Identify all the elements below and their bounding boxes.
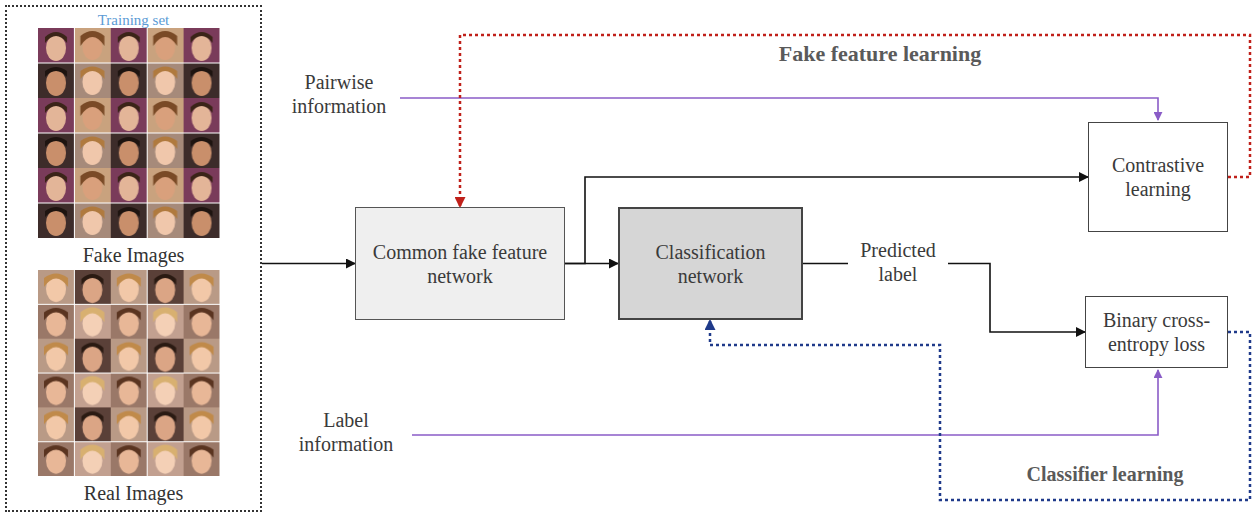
panel-title: Training set	[7, 11, 260, 29]
connector	[460, 35, 1250, 207]
group-label: Real Images	[7, 481, 260, 505]
label-wire	[412, 370, 1158, 435]
group-label: Fake Images	[7, 243, 260, 267]
fake-image-grid	[38, 28, 220, 238]
edge-label: Classifier learning	[985, 462, 1225, 486]
dataset-panel: Training setFake ImagesReal Images	[5, 5, 262, 512]
pairwise-wire	[400, 98, 1158, 120]
edge-label: Predicted label	[848, 238, 948, 286]
box-label: Binary cross-entropy loss	[1093, 308, 1220, 356]
process-box: Classification network	[618, 207, 803, 320]
real-image-grid	[38, 270, 220, 476]
box-label: Contrastive learning	[1096, 153, 1220, 201]
input-label: Pairwise information	[280, 70, 398, 118]
loss-box: Contrastive learning	[1088, 122, 1228, 232]
loss-box: Binary cross-entropy loss	[1085, 296, 1228, 368]
edge-label: Fake feature learning	[690, 41, 1070, 67]
connector	[262, 263, 355, 265]
box-label: Common fake feature network	[363, 240, 557, 288]
input-label: Label information	[283, 408, 409, 456]
box-label: Classification network	[626, 240, 795, 288]
process-box: Common fake feature network	[355, 207, 565, 320]
